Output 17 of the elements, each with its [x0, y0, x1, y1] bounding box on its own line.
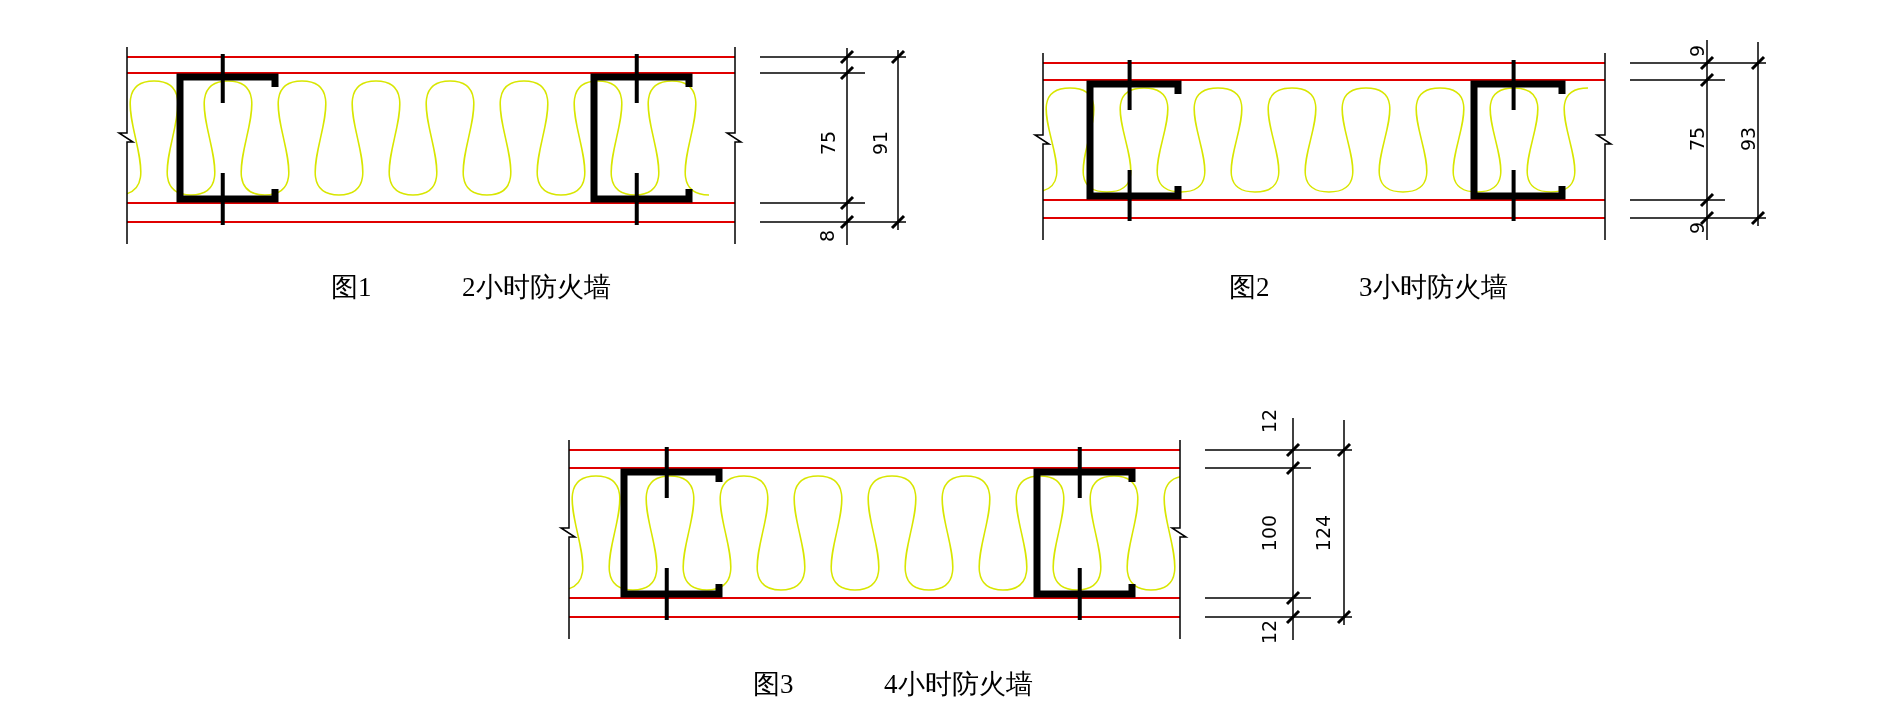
figure-caption: 3小时防火墙: [1359, 272, 1508, 302]
figure-caption: 2小时防火墙: [462, 272, 611, 302]
dimension-value: 9: [1687, 221, 1707, 235]
dimension-value: 93: [1738, 126, 1758, 152]
figure-caption: 4小时防火墙: [884, 669, 1033, 699]
figure-caption: 图2: [1229, 272, 1270, 302]
figure-caption: 图3: [753, 669, 794, 699]
dimension-value: 75: [1687, 126, 1707, 152]
dimension-value: 75: [818, 130, 838, 156]
dimension-value: 9: [1687, 44, 1707, 58]
figure-caption: 图1: [331, 272, 372, 302]
dimension-value: 91: [870, 130, 890, 156]
dimension-value: 12: [1259, 408, 1279, 434]
dimension-value: 12: [1259, 619, 1279, 645]
dimension-value: 100: [1259, 514, 1279, 552]
dimension-value: 124: [1313, 514, 1333, 552]
dimension-value: 8: [817, 229, 837, 243]
